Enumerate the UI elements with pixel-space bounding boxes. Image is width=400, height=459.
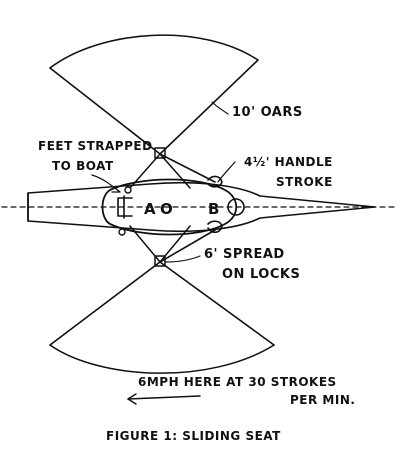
oar-upper-right: [159, 59, 259, 155]
speed-arrow: [127, 395, 201, 400]
oarlock-bottom: [154, 255, 166, 267]
oar-lower-left: [49, 261, 161, 346]
oar-lower-right: [159, 261, 275, 346]
handle-grip-bottom: [207, 220, 223, 234]
oar-sweep-arc-top: [49, 34, 259, 69]
foot-strap-pivot-bottom: [118, 228, 126, 236]
speed-label-line2: PER MIN.: [290, 393, 355, 407]
feet-label-line2: TO BOAT: [52, 159, 114, 173]
hull-outline: [27, 181, 376, 233]
foot-straps: [117, 195, 133, 219]
handle-grip-top: [207, 175, 223, 188]
handle-leader-line: [217, 161, 236, 183]
spread-leader-line: [165, 255, 201, 263]
feet-label-line1: FEET STRAPPED: [38, 139, 153, 153]
point-o-label: O: [160, 200, 173, 218]
oar-upper-inboard: [159, 153, 216, 183]
feet-leader-line: [91, 174, 121, 193]
bow-circle: [227, 198, 245, 216]
handle-label-line1: 4½' HANDLE: [244, 155, 333, 169]
oars-label: 10' OARS: [232, 105, 303, 120]
figure-caption: FIGURE 1: SLIDING SEAT: [106, 429, 281, 443]
speed-arrowhead: [127, 393, 137, 405]
oar-upper-left: [49, 67, 161, 155]
handle-label-line2: STROKE: [276, 175, 333, 189]
cockpit-outline: [101, 178, 238, 236]
spread-label-line1: 6' SPREAD: [204, 247, 285, 262]
speed-label-line1: 6MPH HERE AT 30 STROKES: [138, 375, 337, 389]
point-b-label: B: [208, 200, 220, 218]
spread-label-line2: ON LOCKS: [222, 267, 300, 282]
feet-leader-arrowhead: [111, 186, 121, 193]
foot-strap-pivot-top: [124, 186, 132, 194]
oarlock-top: [154, 147, 166, 159]
oars-leader-line: [211, 101, 229, 115]
oar-sweep-arc-bottom: [49, 344, 275, 374]
oar-lower-inboard: [159, 229, 216, 263]
point-a-label: A: [144, 200, 156, 218]
